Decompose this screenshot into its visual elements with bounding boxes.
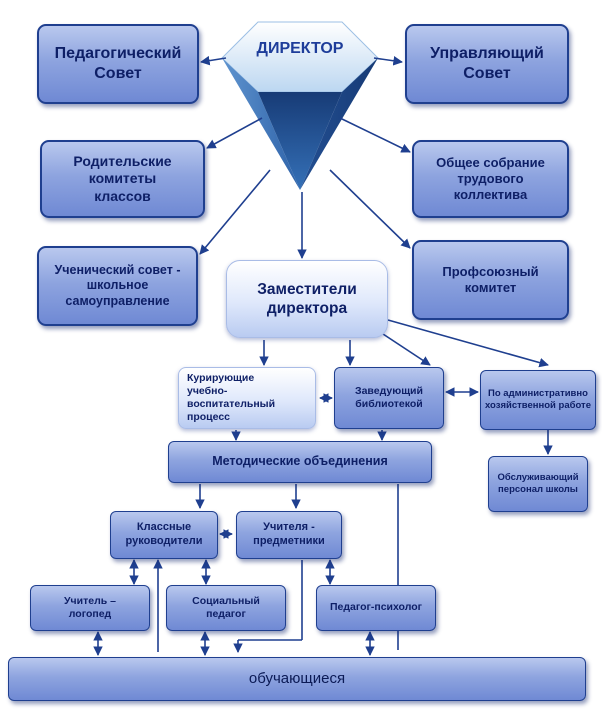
- edge-director-student-council: [199, 169, 271, 255]
- social-pedagogue-box: Социальный педагог: [166, 585, 286, 631]
- edge-director-trade-union: [329, 169, 411, 249]
- edge-director-parent-committees: [206, 117, 263, 149]
- edge-deputies-admin: [387, 319, 549, 368]
- director-label: ДИРЕКТОР: [256, 40, 344, 57]
- librarian-box: Заведующий библиотекой: [334, 367, 444, 429]
- methodical-box: Методические объединения: [168, 441, 432, 483]
- admin-econ-box: По административно хозяйственной работе: [480, 370, 596, 430]
- psychologist-box: Педагог-психолог: [316, 585, 436, 631]
- students-box: обучающиеся: [8, 657, 586, 701]
- service-staff-box: Обслуживающий персонал школы: [488, 456, 588, 512]
- deputies-box: Заместители директора: [226, 260, 388, 338]
- trade-union-box: Профсоюзный комитет: [412, 240, 569, 320]
- ped-council-box: Педагогический Совет: [37, 24, 199, 104]
- subject-teachers-box: Учителя - предметники: [236, 511, 342, 559]
- parent-committees-box: Родительские комитеты классов: [40, 140, 205, 218]
- general-meeting-box: Общее собрание трудового коллектива: [412, 140, 569, 218]
- curators-box: Курирующие учебно- воспитательный процес…: [178, 367, 316, 429]
- gov-council-box: Управляющий Совет: [405, 24, 569, 104]
- class-teachers-box: Классные руководители: [110, 511, 218, 559]
- speech-therapist-box: Учитель – логопед: [30, 585, 150, 631]
- edge-director-ped-council: [200, 55, 227, 66]
- edge-director-gov-council: [373, 56, 403, 66]
- student-council-box: Ученический совет - школьное самоуправле…: [37, 246, 198, 326]
- edge-deputies-librarian-diag: [379, 331, 431, 366]
- edge-director-general-meeting: [339, 117, 411, 153]
